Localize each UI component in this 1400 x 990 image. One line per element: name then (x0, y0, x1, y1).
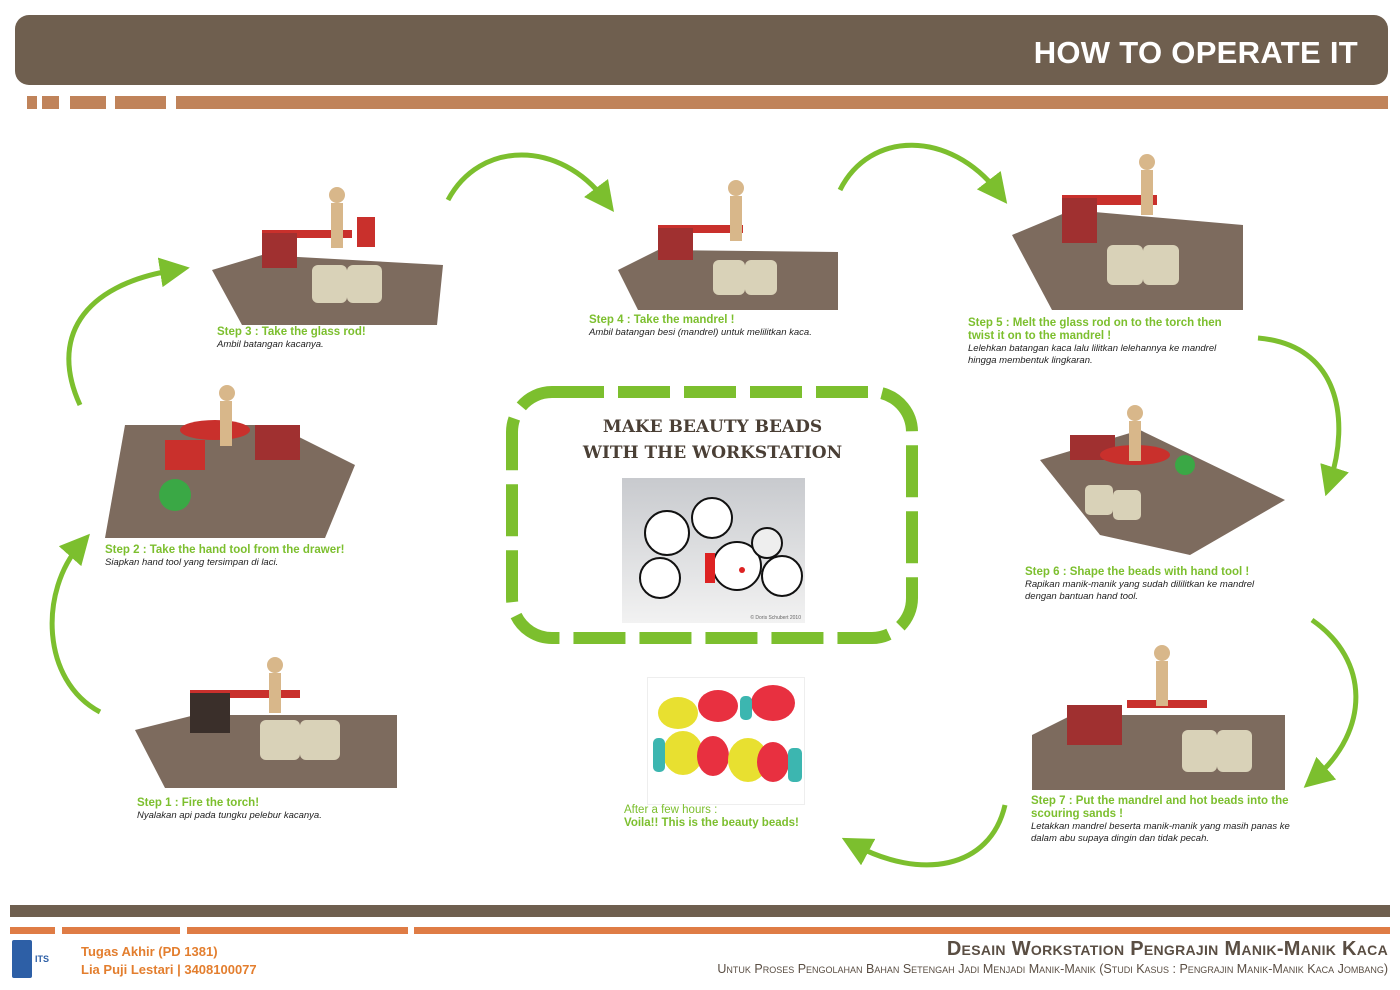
beads-photo: © Doris Schubert 2010 (622, 478, 805, 623)
arrow-2-3 (66, 257, 190, 407)
step-desc: Ambil batangan besi (mandrel) untuk meli… (589, 327, 812, 338)
step-5-illustration (1012, 154, 1243, 310)
colorful-beads-image (653, 685, 802, 782)
step-desc: Ambil batangan kacanya. (217, 339, 324, 350)
course-code: Tugas Akhir (PD 1381) (81, 944, 218, 959)
step-desc: Lelehkan batangan kaca lalu lilitkan lel… (968, 343, 1217, 366)
footer-strip (187, 927, 408, 934)
arrow-1-2 (49, 533, 102, 715)
its-logo: ITS (12, 940, 74, 978)
footer-titles: Desain Workstation Pengrajin Manik-Manik… (717, 938, 1388, 976)
step-title: Step 1 : Fire the torch! (137, 797, 260, 809)
center-dashed-frame (506, 386, 918, 644)
arrow-5-6 (1257, 335, 1349, 497)
bw-beads-image (639, 497, 803, 599)
result-caption-line1: After a few hours : (624, 804, 718, 816)
footer-strip (10, 927, 55, 934)
step-3-text: Step 3 : Take the glass rod!Ambil batang… (217, 326, 457, 351)
step-4-illustration (618, 180, 838, 310)
step-title: Step 5 : Melt the glass rod on to the to… (968, 317, 1222, 342)
result-caption: After a few hours :Voila!! This is the b… (624, 804, 799, 830)
header-strip (115, 96, 166, 109)
center-title: MAKE BEAUTY BEADS WITH THE WORKSTATION (510, 414, 915, 466)
step-desc: Siapkan hand tool yang tersimpan di laci… (105, 557, 279, 568)
step-2-illustration (105, 385, 355, 538)
step-6-text: Step 6 : Shape the beads with hand tool … (1025, 566, 1285, 603)
footer-strip (414, 927, 1390, 934)
logo-text: ITS (35, 954, 50, 964)
step-7-text: Step 7 : Put the mandrel and hot beads i… (1031, 795, 1301, 845)
step-title: Step 3 : Take the glass rod! (217, 326, 366, 338)
photo-credit: © Doris Schubert 2010 (750, 615, 801, 621)
step-desc: Letakkan mandrel beserta manik-manik yan… (1031, 821, 1290, 844)
header-strip (42, 96, 59, 109)
arrow-4-5 (837, 142, 1008, 204)
arrow-3-4 (445, 152, 615, 212)
step-6-illustration (1040, 405, 1285, 555)
step-2-text: Step 2 : Take the hand tool from the dra… (105, 544, 365, 569)
author-name: Lia Puji Lestari | 3408100077 (81, 962, 257, 977)
step-title: Step 6 : Shape the beads with hand tool … (1025, 566, 1250, 578)
author-info: Tugas Akhir (PD 1381) Lia Puji Lestari | … (81, 943, 257, 979)
page-title: HOW TO OPERATE IT (1033, 35, 1358, 70)
footer-main-title: Desain Workstation Pengrajin Manik-Manik… (946, 938, 1388, 960)
arrow-7-result (841, 804, 1008, 868)
step-1-illustration (135, 657, 397, 788)
result-photo (647, 677, 805, 805)
footer-strip (62, 927, 180, 934)
arrow-6-7 (1303, 617, 1359, 788)
step-title: Step 4 : Take the mandrel ! (589, 314, 735, 326)
center-title-line: WITH THE WORKSTATION (582, 443, 843, 463)
step-desc: Nyalakan api pada tungku pelebur kacanya… (137, 810, 322, 821)
step-1-text: Step 1 : Fire the torch!Nyalakan api pad… (137, 797, 397, 822)
center-title-line: MAKE BEAUTY BEADS (602, 417, 823, 437)
step-4-text: Step 4 : Take the mandrel !Ambil batanga… (589, 314, 849, 339)
result-caption-line2: Voila!! This is the beauty beads! (624, 817, 799, 829)
step-3-illustration (212, 187, 443, 325)
step-title: Step 2 : Take the hand tool from the dra… (105, 544, 345, 556)
step-7-illustration (1032, 645, 1285, 790)
header-strip (70, 96, 106, 109)
footer-subtitle: Untuk Proses Pengolahan Bahan Setengah J… (717, 962, 1388, 976)
header-strip (176, 96, 1388, 109)
step-5-text: Step 5 : Melt the glass rod on to the to… (968, 317, 1238, 367)
header-strip (27, 96, 37, 109)
step-desc: Rapikan manik-manik yang sudah dililitka… (1025, 579, 1255, 602)
header-bar: HOW TO OPERATE IT (15, 15, 1388, 85)
step-title: Step 7 : Put the mandrel and hot beads i… (1031, 795, 1289, 820)
footer-bar (10, 905, 1390, 917)
